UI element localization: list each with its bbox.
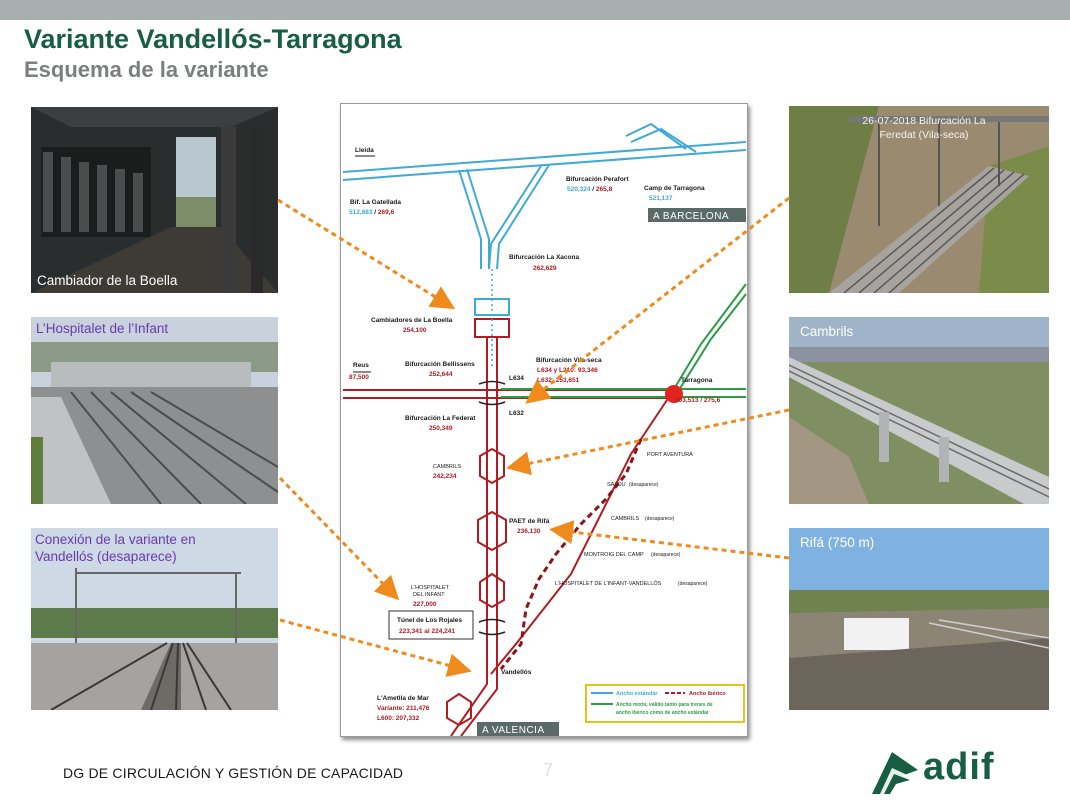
photo-cambrils: Cambrils [789,317,1049,504]
label-hospitalet-1: L'HOSPITALET [411,585,450,591]
diagram-legend: Ancho estándar Ancho ibérico Ancho mixto… [585,684,745,723]
label-l634: L634 [509,375,524,382]
label-gatellada: Bif. La Gatellada [350,199,401,206]
page-subtitle: Esquema de la variante [24,57,269,82]
svg-text:L600: 207,332: L600: 207,332 [377,715,420,722]
svg-text:512,883 / 269,6: 512,883 / 269,6 [349,209,395,216]
label-lleida: Lleida [355,147,374,154]
label-bellissens: Bifurcación Bellissens [405,361,475,368]
label-reus: Reus [353,362,369,369]
photo-feredat: 26-07-2018 Bifurcación La Feredat (Vila-… [789,106,1049,293]
photo-rifa: Rifá (750 m) [789,528,1049,710]
label-perafort: Bifurcación Perafort [566,176,629,183]
standard-gauge-lines [342,122,747,270]
svg-text:236,130: 236,130 [517,528,541,535]
label-rifa: PAET de Rifá [509,518,550,525]
svg-text:250,349: 250,349 [429,425,453,432]
footer-department: DG DE CIRCULACIÓN Y GESTIÓN DE CAPACIDAD [63,765,404,781]
photo-caption-cambrils: Cambrils [800,324,854,339]
feredat-junction-image [789,106,1049,293]
top-band [0,0,1070,20]
adif-wordmark: adif [923,746,995,788]
label-vilaseca: Bifurcación Vila-seca [536,357,602,364]
svg-text:262,629: 262,629 [533,265,557,272]
svg-text:L632: 253,651: L632: 253,651 [537,377,580,384]
label-tarragona: Tarragona [681,377,713,384]
svg-text:Variante: 211,476: Variante: 211,476 [377,705,430,712]
adif-logo-icon [872,752,918,794]
label-camp-tarragona: Camp de Tarragona [644,185,705,192]
label-port-aventura: PORT AVENTURA [647,452,693,458]
svg-text:(desaparece): (desaparece) [645,516,675,522]
photo-hospitalet: L’Hospitalet de l’Infant [31,317,278,504]
label-a-barcelona: A BARCELONA [653,211,729,222]
svg-text:521,137: 521,137 [649,195,673,202]
legend-standard: Ancho estándar [616,691,658,697]
label-vandellos: Vandellós [501,669,532,676]
svg-text:87,500: 87,500 [349,374,369,381]
label-tunnel-pk: 223,341 al 224,241 [399,628,455,635]
badge-valencia [477,722,559,736]
label-hospitalet-2: DEL INFANT [413,592,445,598]
boella-changer-blue [474,298,510,316]
hospitalet-station-image [31,317,278,504]
adif-logo: adif [870,746,1040,798]
svg-text:520,324 / 265,8: 520,324 / 265,8 [567,186,613,193]
page-title: Variante Vandellós-Tarragona [24,24,402,54]
photo-caption-feredat: 26-07-2018 Bifurcación La Feredat (Vila-… [862,115,986,141]
tunnel-marks [478,618,506,636]
label-xacona: Bifurcación La Xacona [509,254,579,261]
label-hospitalet-old: L'HOSPITALET DE L'INFANT-VANDELLÓS [555,580,662,587]
rifa-siding-image [789,528,1049,710]
svg-text:252,644: 252,644 [429,371,453,378]
label-boella: Cambiadores de La Boella [371,317,453,324]
label-a-valencia: A VALENCIA [482,725,545,736]
photo-boella: Cambiador de la Boella [31,107,278,293]
svg-text:L634 y L210: 93,346: L634 y L210: 93,346 [537,367,598,374]
svg-text:(desaparece): (desaparece) [678,581,708,587]
svg-text:(desaparece): (desaparece) [629,482,659,488]
label-federat: Bifurcación La Federat [405,415,476,422]
variant-main-line [450,329,498,736]
photo-caption-vandellos: Conexión de la variante en Vandellós (de… [35,532,196,564]
svg-text:227,000: 227,000 [413,601,437,608]
svg-text:242,234: 242,234 [433,473,457,480]
legend-mixed-1: Ancho mixto, válido tanto para trenes de [616,702,713,708]
variant-scheme-diagram: Lleida Bif. La Gatellada Bifurcación Per… [340,103,748,737]
boella-interior-image [31,107,278,293]
legend-iberian: Ancho ibérico [689,691,726,697]
photo-vandellos: Conexión de la variante en Vandellós (de… [31,528,278,710]
legend-mixed-2: ancho ibérico como de ancho estándar [616,710,709,716]
label-ametlla: L'Ametlla de Mar [377,695,429,702]
photo-caption-hospitalet: L’Hospitalet de l’Infant [36,321,169,336]
station-symbols [446,447,507,727]
label-salou: SALOU [607,482,626,488]
track-diagram-svg: Lleida Bif. La Gatellada Bifurcación Per… [342,122,747,736]
label-montroig: MONTROIG DEL CAMP [584,552,644,558]
cambrils-viaduct-image [789,317,1049,504]
vandellos-track-image [31,528,278,710]
photo-caption-rifa: Rifá (750 m) [800,535,875,550]
svg-text:103,513 / 275,6: 103,513 / 275,6 [675,397,721,404]
page-number: 7 [543,760,554,780]
svg-text:(desaparece): (desaparece) [651,552,681,558]
label-cambrils-old: CAMBRILS [611,516,639,522]
label-cambrils: CAMBRILS [433,464,461,470]
photo-caption-boella: Cambiador de la Boella [37,273,178,288]
label-tunnel: Túnel de Los Rojales [397,617,462,624]
label-l632: L632 [509,410,524,417]
svg-text:254,100: 254,100 [403,327,427,334]
